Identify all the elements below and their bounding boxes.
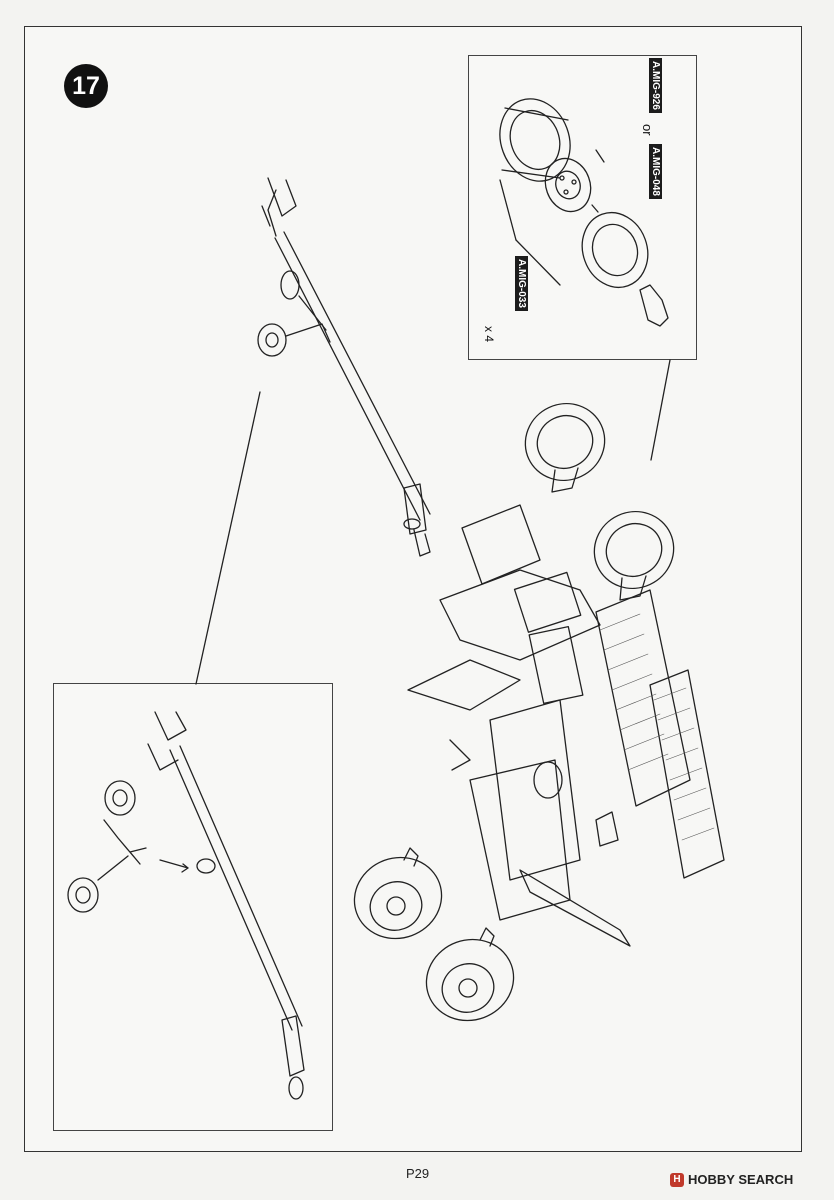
detail-wheel-exploded — [499, 98, 669, 327]
vehicle-chassis — [407, 504, 725, 947]
paint-or-text: or — [640, 124, 655, 136]
detail-leader-line — [650, 359, 671, 461]
paint-code-alternative: A.MIG-048 — [649, 144, 662, 199]
inset-gun-barrel — [67, 711, 305, 1100]
gun-barrel-inset-box — [53, 683, 333, 1131]
hobby-search-logo-icon: H — [670, 1172, 684, 1187]
step-number-badge: 17 — [64, 64, 108, 108]
engine-grille — [599, 613, 715, 841]
paint-code-tire: A.MIG-033 — [515, 256, 528, 311]
quantity-label: x 4 — [482, 326, 496, 343]
right-wheels — [524, 402, 675, 601]
paint-code-primary: A.MIG-926 — [649, 58, 662, 113]
inset-leader-line — [195, 391, 261, 685]
watermark-text: HOBBY SEARCH — [688, 1172, 794, 1187]
main-gun-barrel — [257, 177, 431, 557]
page-number: P29 — [406, 1166, 430, 1181]
hobby-search-watermark: H HOBBY SEARCH — [670, 1172, 793, 1187]
left-wheels — [353, 847, 515, 1022]
